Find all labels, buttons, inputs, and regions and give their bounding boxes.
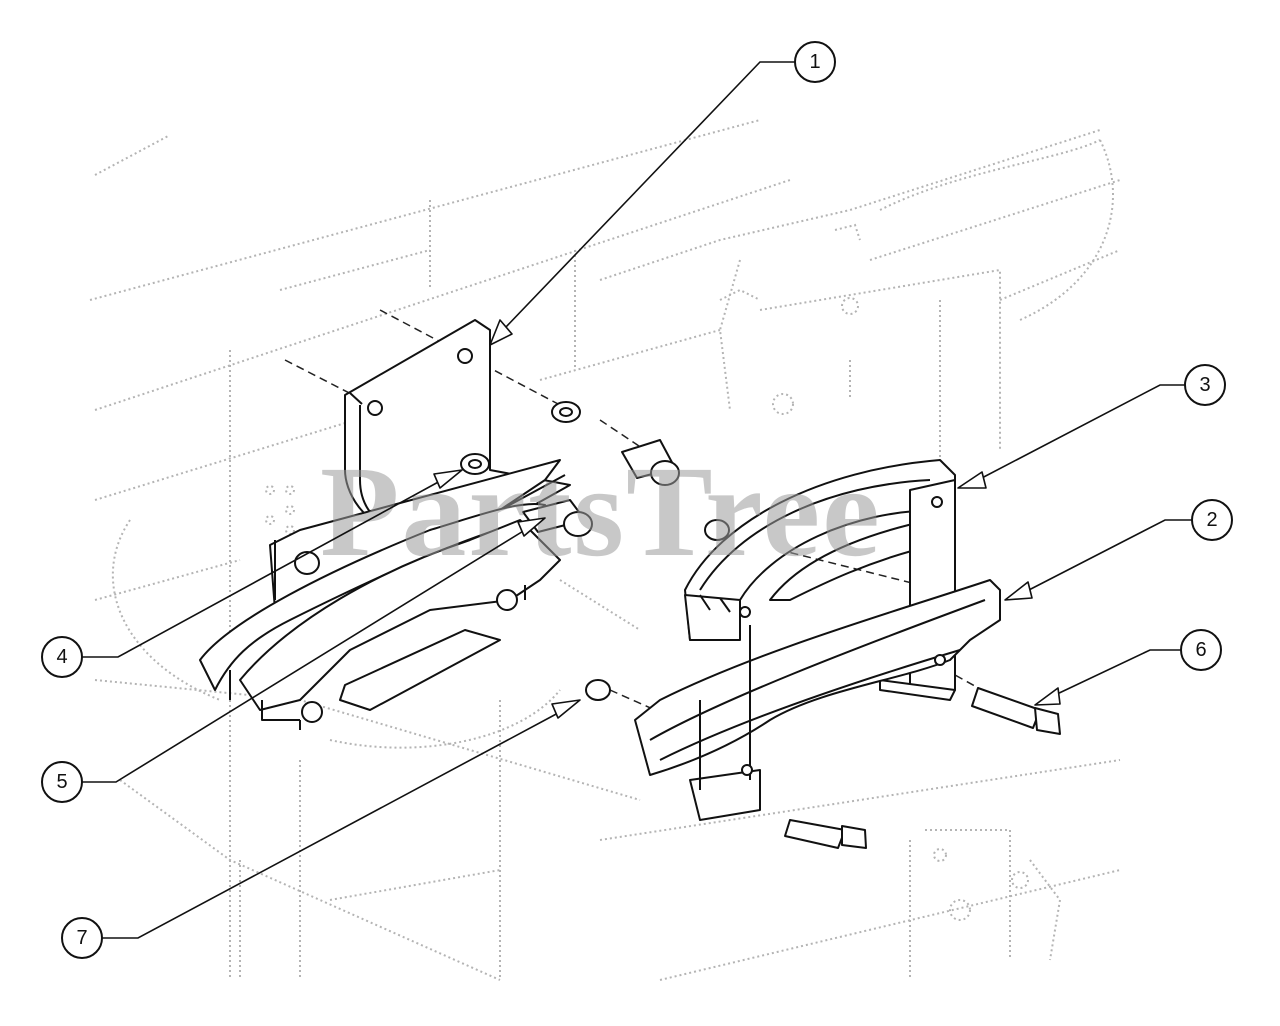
- left-fasteners: [294, 401, 730, 723]
- callout-label: 4: [56, 646, 67, 668]
- callout-2[interactable]: 2: [1004, 499, 1233, 601]
- callout-label: 3: [1199, 374, 1210, 396]
- left-slide-rail: [199, 459, 561, 730]
- callout-5[interactable]: 5: [41, 517, 546, 803]
- callout-7[interactable]: 7: [61, 699, 581, 959]
- callout-label: 2: [1206, 509, 1217, 531]
- callout-label: 7: [76, 927, 87, 949]
- callout-4[interactable]: 4: [41, 469, 463, 678]
- callout-label: 6: [1195, 639, 1206, 661]
- right-fasteners: [784, 687, 1061, 849]
- watermark: PartsTree: [320, 440, 882, 584]
- right-slide-rail: [634, 579, 1001, 821]
- callout-3[interactable]: 3: [957, 364, 1226, 489]
- callout-label: 5: [56, 771, 67, 793]
- callout-6[interactable]: 6: [1034, 629, 1222, 706]
- callout-label: 1: [809, 51, 820, 73]
- callout-1[interactable]: 1: [489, 41, 836, 346]
- background-frame: [89, 119, 1121, 981]
